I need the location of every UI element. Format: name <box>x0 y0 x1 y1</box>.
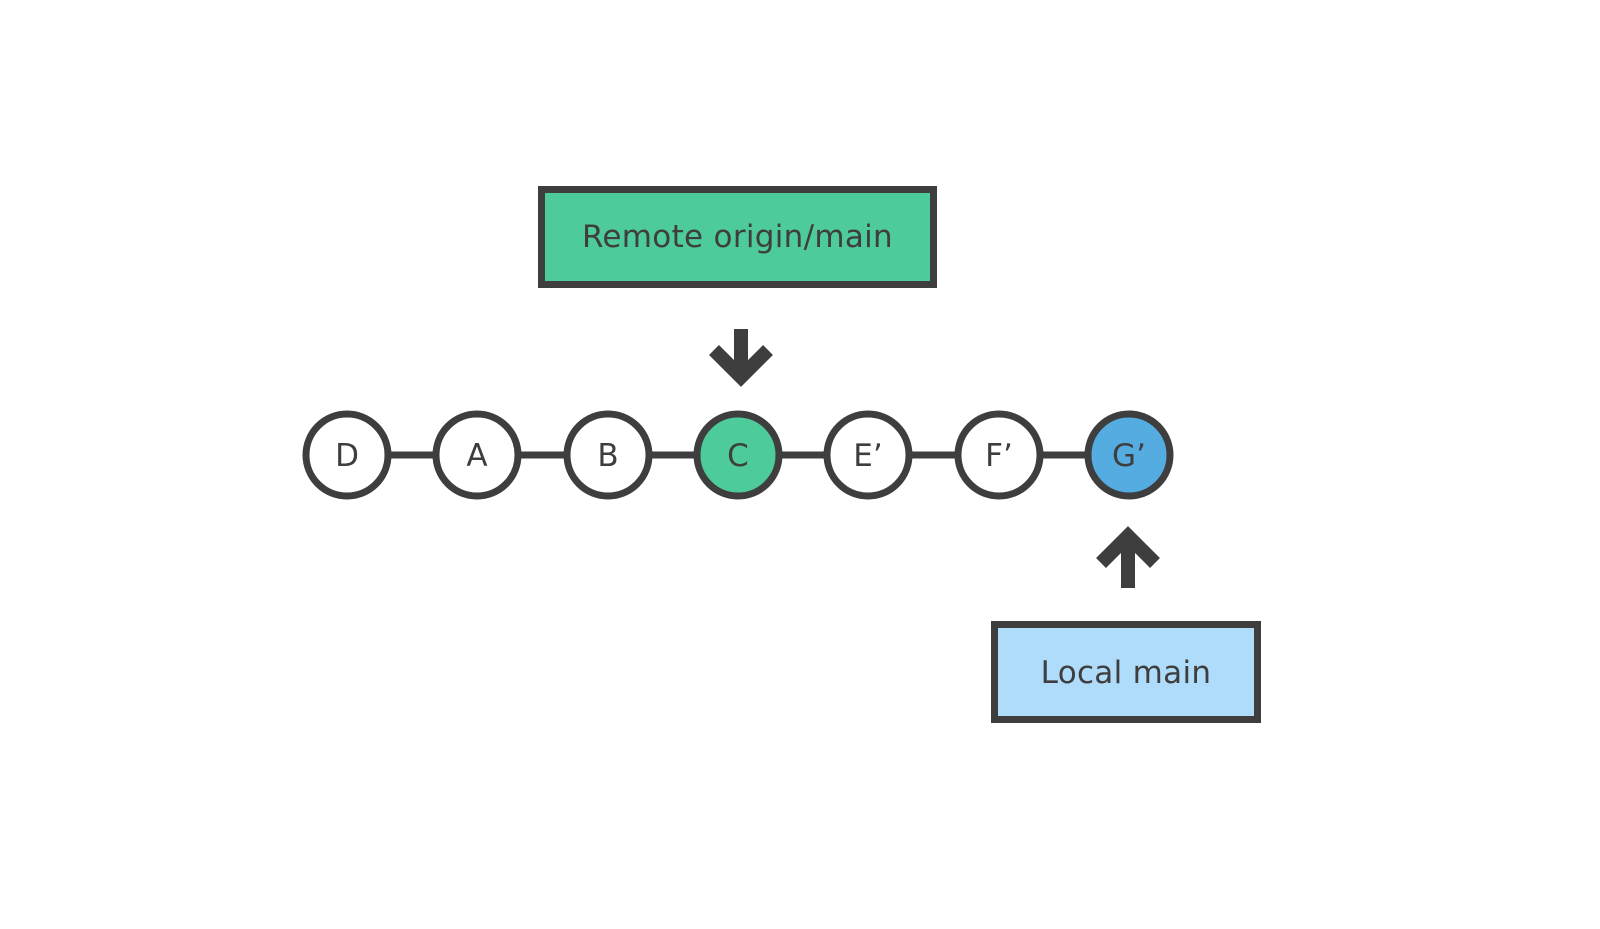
commit-node-b[interactable]: B <box>563 410 653 500</box>
commit-node-f-prime[interactable]: F’ <box>954 410 1044 500</box>
local-pointer-arrow-head <box>1096 526 1160 568</box>
commit-node-a[interactable]: A <box>432 410 522 500</box>
commit-node-e-prime[interactable]: E’ <box>823 410 913 500</box>
commit-node-g-prime[interactable]: G’ <box>1084 410 1174 500</box>
commit-node-b-circle <box>563 410 653 500</box>
local-branch-box-rect <box>991 621 1261 723</box>
commit-node-a-label: A <box>466 438 487 474</box>
remote-branch-box[interactable]: Remote origin/main <box>538 186 937 288</box>
commit-node-d-label: D <box>335 438 359 474</box>
commit-chain-nodes: D A B C E’ F’ <box>302 410 1174 500</box>
local-pointer-arrow <box>1096 526 1160 588</box>
remote-pointer-arrow-head <box>709 345 773 387</box>
local-branch-box[interactable]: Local main <box>991 621 1261 723</box>
commit-node-c-label: C <box>727 438 749 474</box>
commit-node-f-prime-circle <box>954 410 1044 500</box>
commit-node-d[interactable]: D <box>302 410 392 500</box>
commit-node-g-prime-label: G’ <box>1112 438 1146 474</box>
remote-pointer-arrow <box>709 329 773 387</box>
local-branch-box-label: Local main <box>1041 655 1212 691</box>
commit-node-a-circle <box>432 410 522 500</box>
commit-node-e-prime-circle <box>823 410 913 500</box>
commit-node-c[interactable]: C <box>693 410 783 500</box>
commit-node-f-prime-label: F’ <box>985 438 1013 474</box>
remote-branch-box-label: Remote origin/main <box>582 219 893 255</box>
commit-node-d-circle <box>302 410 392 500</box>
commit-node-c-circle <box>693 410 783 500</box>
commit-node-g-prime-circle <box>1084 410 1174 500</box>
commit-node-e-prime-label: E’ <box>853 438 882 474</box>
commit-node-b-label: B <box>597 438 618 474</box>
remote-branch-box-rect <box>538 186 937 288</box>
